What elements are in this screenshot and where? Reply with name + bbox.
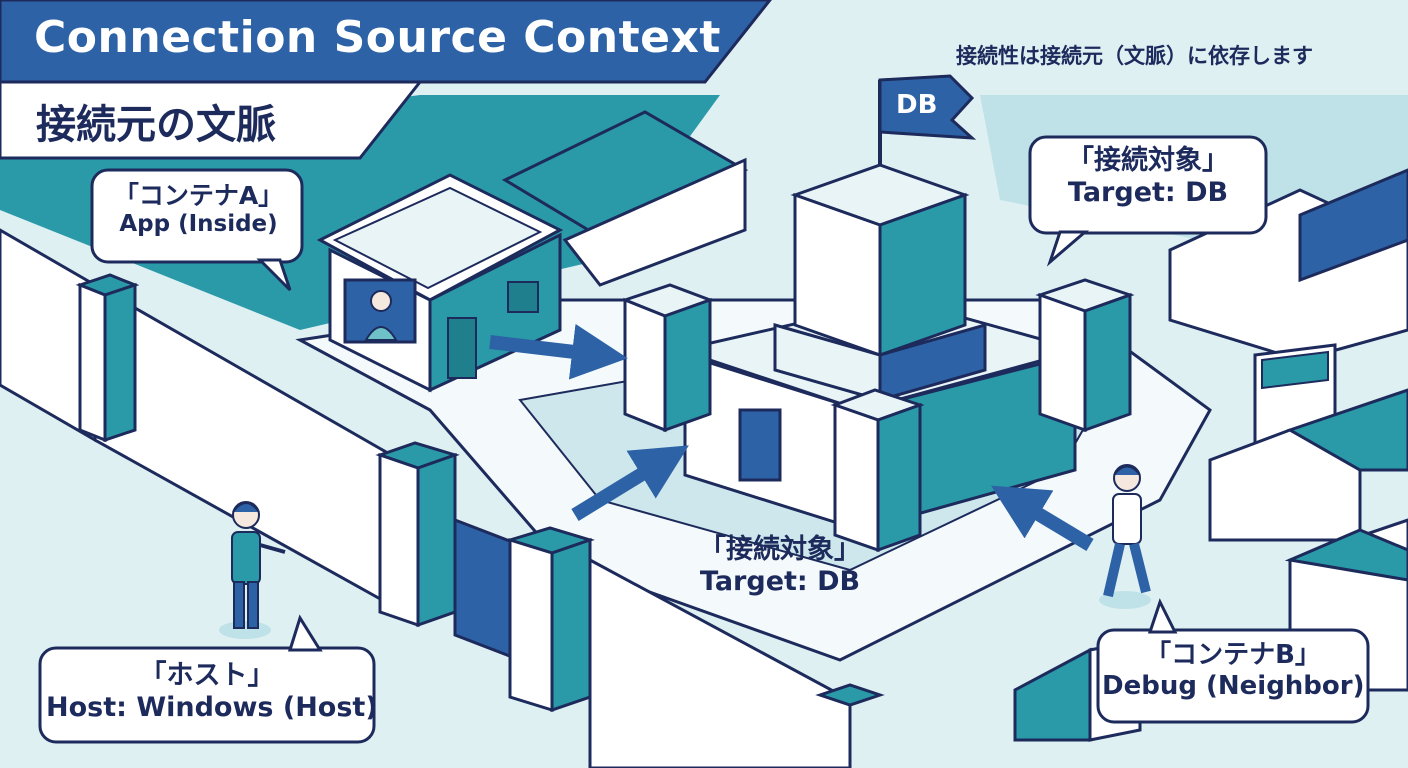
db-flag <box>878 74 977 140</box>
callout-target-mid-jp: 「接続対象」 <box>699 534 861 565</box>
callout-bubbles <box>38 135 1370 744</box>
callout-host-jp: 「ホスト」 <box>139 660 275 691</box>
arrow-host-to-db <box>571 445 689 521</box>
arrow-app-to-db <box>489 323 628 380</box>
debug-person <box>1099 464 1151 609</box>
right-houses <box>1013 168 1408 742</box>
castle-db <box>620 74 1135 553</box>
page-subtitle: 接続元の文脈 <box>36 102 276 148</box>
callout-target-top: 「接続対象」 Target: DB <box>1034 145 1262 210</box>
callout-container-a-en: App (Inside) <box>119 211 278 237</box>
title-banner <box>0 0 772 84</box>
callout-container-a: 「コンテナA」 App (Inside) <box>96 181 301 239</box>
callout-host: 「ホスト」 Host: Windows (Host) <box>46 660 378 725</box>
callout-container-b-jp: 「コンテナB」 <box>1145 640 1321 670</box>
front-wall <box>0 228 885 768</box>
db-flag-label: DB <box>896 90 938 120</box>
callout-target-mid-en: Target: DB <box>699 566 861 598</box>
callout-target-top-jp: 「接続対象」 <box>1067 145 1229 176</box>
host-person <box>219 501 286 639</box>
callout-host-en: Host: Windows (Host) <box>46 692 378 724</box>
barn <box>501 110 749 287</box>
callout-container-a-jp: 「コンテナA」 <box>113 181 284 210</box>
arrow-debug-to-db <box>990 485 1094 552</box>
callout-container-b-en: Debug (Neighbor) <box>1102 671 1365 702</box>
header-note: 接続性は接続元（文脈）に依存します <box>956 44 1313 68</box>
container-a-house <box>316 173 564 393</box>
callout-container-b: 「コンテナB」 Debug (Neighbor) <box>1102 640 1365 702</box>
subtitle-banner <box>0 80 424 160</box>
callout-target-mid: 「接続対象」 Target: DB <box>660 534 900 599</box>
callout-target-top-en: Target: DB <box>1067 177 1229 209</box>
page-title: Connection Source Context <box>34 12 721 63</box>
